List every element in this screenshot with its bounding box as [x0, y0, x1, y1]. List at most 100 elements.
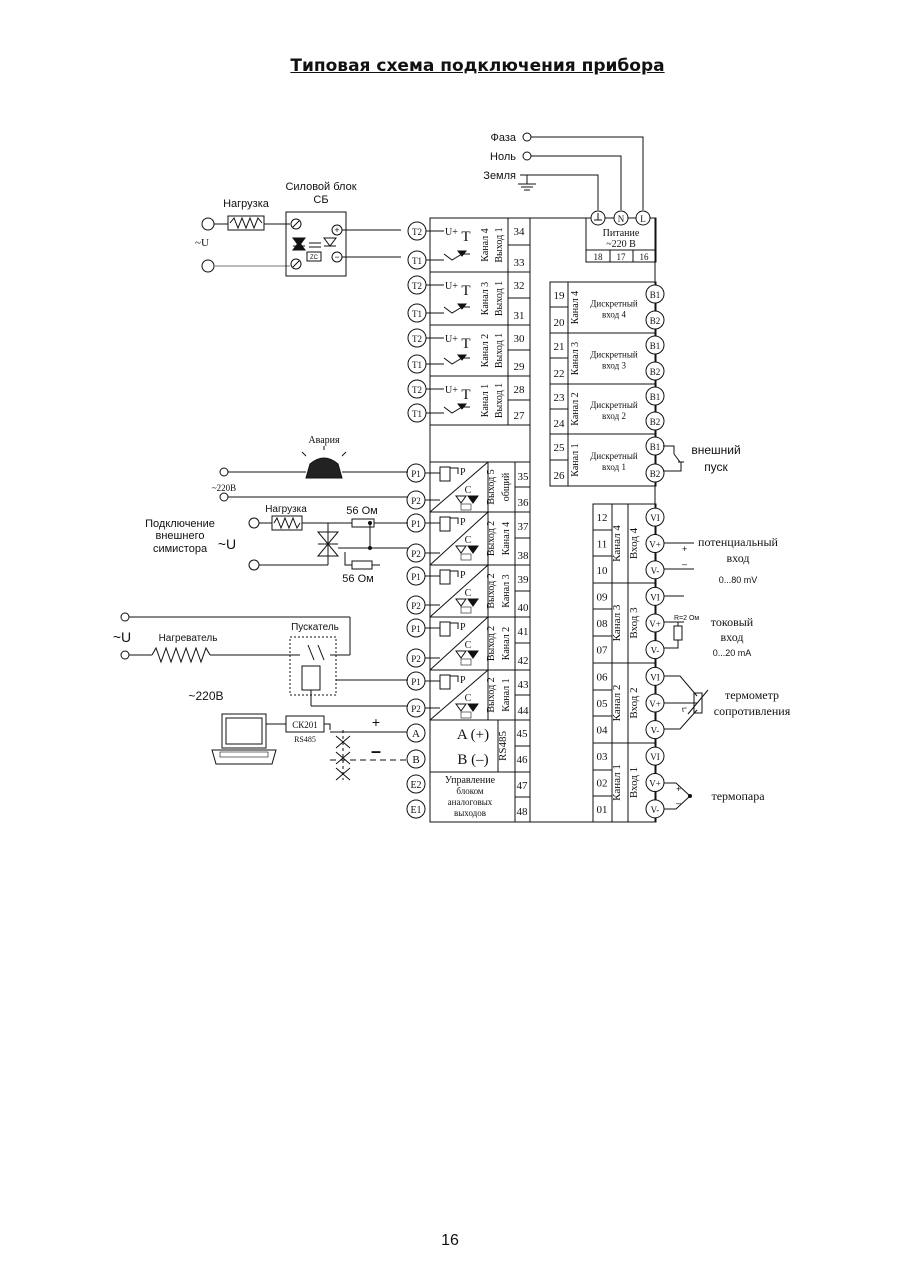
terminal-t1[interactable] [407, 403, 427, 423]
terminal-vplus-label: V+ [649, 619, 661, 629]
terminal-b2[interactable] [645, 310, 665, 330]
load-label: Нагрузка [223, 198, 270, 210]
triac-supply-terminal-1[interactable] [248, 517, 260, 529]
analog-input-label: Вход 4 [628, 527, 640, 559]
svg-text:46: 46 [517, 754, 529, 766]
terminal-p2[interactable] [406, 698, 426, 718]
terminal-vi-label: VI [650, 672, 660, 682]
relay-output-label: Выход 2 [486, 573, 497, 608]
terminal-p1[interactable] [406, 618, 426, 638]
terminal-vminus[interactable] [645, 560, 665, 580]
terminal-vminus-label: V- [651, 805, 660, 815]
terminal-t1[interactable] [407, 354, 427, 374]
terminal-p2[interactable] [406, 543, 426, 563]
svg-text:~U: ~U [195, 237, 209, 249]
svg-text:выходов: выходов [454, 808, 486, 818]
terminal-b2[interactable] [645, 411, 665, 431]
terminal-b[interactable] [406, 749, 426, 769]
terminal-p1[interactable] [406, 566, 426, 586]
terminal-b1[interactable] [645, 386, 665, 406]
terminal-t1-label: T1 [412, 309, 422, 319]
terminal-b1[interactable] [645, 335, 665, 355]
terminal-p2[interactable] [406, 648, 426, 668]
terminal-number: 30 [514, 333, 526, 345]
svg-text:вход: вход [721, 630, 744, 644]
neutral-screw[interactable] [613, 210, 629, 226]
terminal-number: 12 [597, 512, 608, 524]
discrete-input-label: Дискретный [590, 350, 638, 360]
terminal-vi[interactable] [645, 746, 665, 766]
terminal-p1[interactable] [406, 463, 426, 483]
supply-terminal-2[interactable] [201, 259, 215, 273]
terminal-b1-label: B1 [650, 442, 661, 452]
relay-channel-label: Канал 1 [501, 678, 512, 711]
discrete-channel-label: Канал 1 [570, 443, 581, 476]
terminal-vplus[interactable] [645, 613, 665, 633]
terminal-b1[interactable] [645, 284, 665, 304]
terminal-vminus[interactable] [645, 720, 665, 740]
terminal-t2[interactable] [407, 379, 427, 399]
terminal-t2[interactable] [407, 275, 427, 295]
terminal-t2[interactable] [407, 328, 427, 348]
power-unit: Нагрузка Силовой блок СБ ~U + − ZC [195, 181, 401, 277]
terminal-t2[interactable] [407, 221, 427, 241]
terminal-vminus[interactable] [645, 640, 665, 660]
supply-terminal-1[interactable] [201, 217, 215, 231]
svg-text:термометр: термометр [725, 688, 779, 702]
label: U+ [445, 227, 458, 238]
terminal-b2[interactable] [645, 463, 665, 483]
label: P [460, 517, 466, 528]
terminal-b2[interactable] [645, 361, 665, 381]
analog-channel-label: Канал 4 [611, 525, 623, 562]
phase-terminal[interactable] [522, 132, 532, 142]
terminal-number: 37 [518, 521, 530, 533]
terminal-b1-label: B1 [650, 392, 661, 402]
terminal-t2-label: T2 [412, 281, 422, 291]
svg-text:~U: ~U [218, 536, 236, 552]
alarm-supply-terminal[interactable] [219, 467, 229, 477]
svg-text:симистора: симистора [153, 543, 208, 555]
terminal-number: 26 [554, 470, 566, 482]
starter-label: Пускатель [291, 622, 339, 633]
terminal-p1[interactable] [406, 671, 426, 691]
terminal-number: 40 [518, 602, 530, 614]
terminal-a[interactable] [406, 723, 426, 743]
terminal-p2[interactable] [406, 595, 426, 615]
starter-supply-terminal-1[interactable] [120, 612, 130, 622]
analog-input-label: Вход 1 [628, 767, 640, 798]
svg-text:пуск: пуск [704, 460, 728, 474]
relay-output-label: Выход 2 [486, 677, 497, 712]
svg-text:Силовой блок: Силовой блок [285, 181, 356, 193]
terminal-vi[interactable] [645, 507, 665, 527]
svg-text:A: A [412, 728, 420, 740]
terminal-number: 27 [514, 410, 526, 422]
label: C [465, 588, 472, 599]
terminal-e2[interactable] [406, 774, 426, 794]
terminal-vi-label: VI [650, 592, 660, 602]
terminal-number: 02 [597, 778, 608, 790]
starter-supply-terminal-2[interactable] [120, 650, 130, 660]
triac-supply-terminal-2[interactable] [248, 559, 260, 571]
terminal-number: 35 [518, 471, 530, 483]
rs485-link: СК201 RS485 + – A (+) B (–) RS485 45 46 … [211, 713, 529, 781]
svg-text:аналоговых: аналоговых [448, 797, 493, 807]
terminal-number: 07 [597, 645, 609, 657]
phase-screw[interactable] [635, 210, 651, 226]
discrete-channel-label: Канал 2 [570, 392, 581, 425]
terminal-p2[interactable] [406, 490, 426, 510]
neutral-terminal[interactable] [522, 151, 532, 161]
terminal-t1[interactable] [407, 303, 427, 323]
label: C [465, 485, 472, 496]
ssr-channel-label: Канал 4 [480, 228, 491, 261]
terminal-number: 21 [554, 341, 565, 353]
thermocouple-label: термопара [711, 789, 765, 803]
terminal-t1[interactable] [407, 250, 427, 270]
heater-icon [151, 646, 211, 664]
terminal-number: 41 [518, 626, 529, 638]
page-number: 16 [441, 1232, 459, 1249]
svg-text:Управление: Управление [445, 775, 496, 786]
svg-text:~220В: ~220В [188, 689, 223, 703]
terminal-e1[interactable] [406, 799, 426, 819]
terminal-number: 22 [554, 368, 565, 380]
label: T [461, 229, 470, 245]
